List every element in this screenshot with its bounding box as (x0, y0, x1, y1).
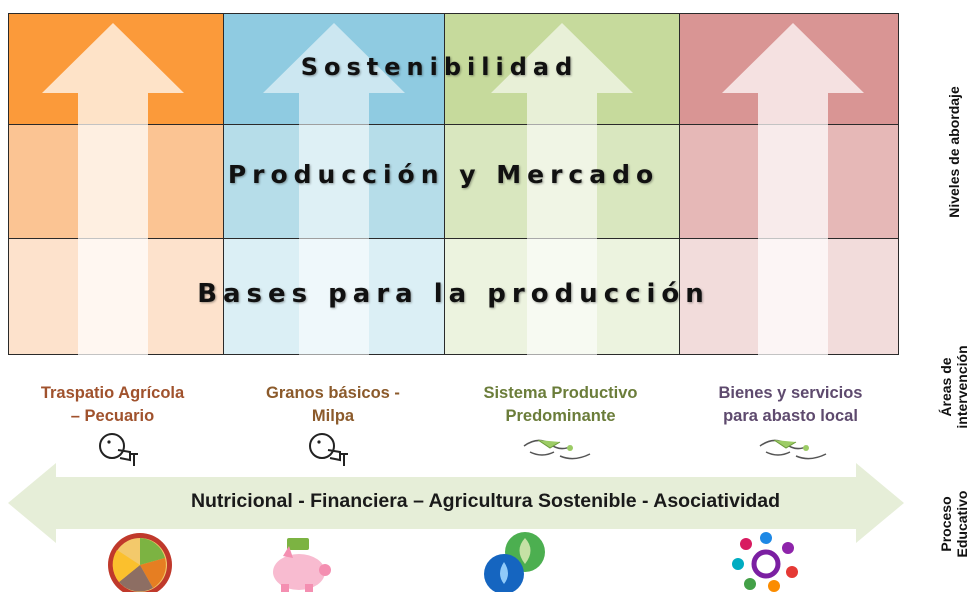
leaf-water-icon (484, 532, 545, 592)
area-granos: Granos básicos -Milpa (266, 384, 400, 425)
side-label-proceso: Proceso Educativo (938, 490, 970, 558)
handshake-icon (523, 439, 591, 460)
up-arrow-col1 (42, 23, 184, 355)
side-label-areas: Áreas de intervención (938, 345, 970, 429)
person-drinking-icon-2 (309, 433, 348, 466)
level-bases-produccion: Bases para la producción (197, 279, 710, 309)
level-sostenibilidad: Sostenibilidad (300, 53, 579, 81)
handshake-icon-2 (759, 439, 827, 460)
education-double-arrow (8, 463, 904, 543)
person-drinking-icon (99, 433, 138, 466)
food-plate-icon (108, 533, 172, 592)
piggy-bank-icon (273, 538, 331, 592)
level-produccion-mercado: Producción y Mercado (227, 160, 660, 189)
side-label-niveles: Niveles de abordaje (946, 86, 962, 218)
levels-matrix: Sostenibilidad Producción y Mercado Base… (8, 13, 899, 355)
up-arrow-col3 (491, 23, 633, 355)
up-arrow-col4 (722, 23, 864, 355)
area-traspatio: Traspatio Agrícola– Pecuario (40, 384, 185, 425)
community-circle-icon (732, 532, 798, 592)
up-arrow-col2 (263, 23, 405, 355)
education-themes: Nutricional - Financiera – Agricultura S… (190, 490, 781, 512)
